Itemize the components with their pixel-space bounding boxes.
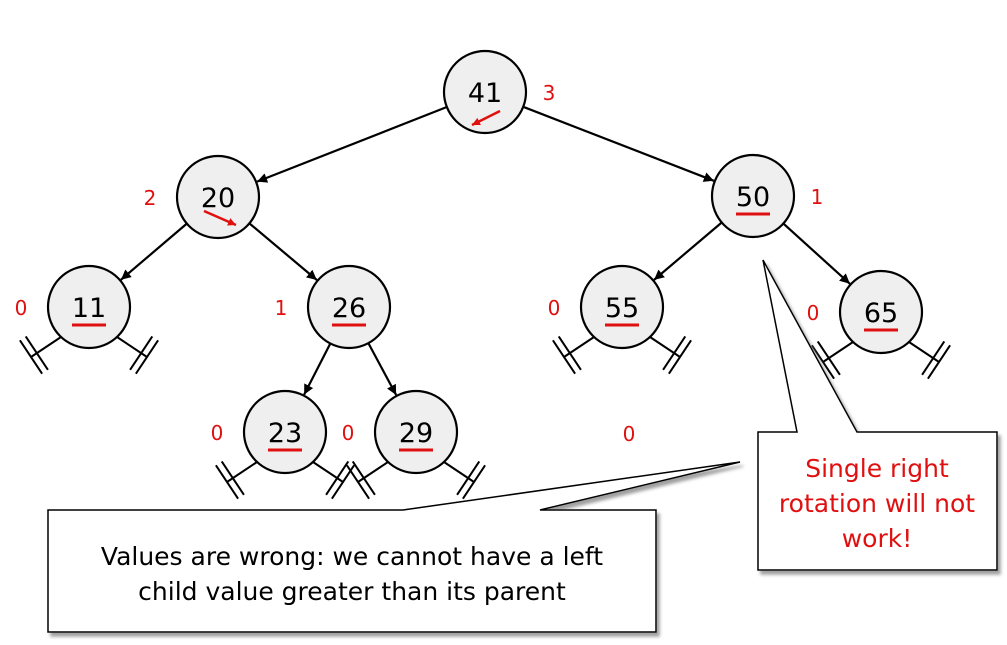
node-circle xyxy=(306,264,392,350)
node-key: 29 xyxy=(399,418,433,449)
null-child-markers xyxy=(19,335,951,500)
null-right-29 xyxy=(443,460,486,500)
callout-rotation-line3: work! xyxy=(842,524,913,553)
tree-node-65: 65 0 xyxy=(807,269,924,355)
node-circle xyxy=(242,389,328,475)
edge-26-23 xyxy=(303,342,332,396)
edge-41-20 xyxy=(256,105,448,183)
node-key: 65 xyxy=(864,298,898,329)
node-circle xyxy=(710,153,796,239)
edge-20-11 xyxy=(120,222,188,281)
tree-edges xyxy=(120,105,851,396)
callout-rotation-line1: Single right xyxy=(805,454,949,483)
node-key: 11 xyxy=(72,293,106,324)
edge-20-26 xyxy=(248,222,318,281)
node-circle xyxy=(579,264,665,350)
callout-values-box xyxy=(47,461,741,633)
edge-41-50 xyxy=(522,105,715,182)
rotation-pointer-41 xyxy=(471,109,501,127)
tree-node-11: 11 0 xyxy=(15,264,132,350)
tree-node-41: 41 3 xyxy=(442,49,556,135)
node-key: 23 xyxy=(268,418,302,449)
node-key: 50 xyxy=(736,182,770,213)
null-left-23 xyxy=(215,460,258,500)
node-key: 26 xyxy=(332,293,366,324)
balance-label: 2 xyxy=(144,186,157,210)
tree-node-20: 20 2 xyxy=(144,154,261,240)
null-right-55 xyxy=(649,335,692,375)
rotation-pointer-20 xyxy=(203,209,237,227)
callout-rotation-box xyxy=(757,259,998,571)
null-left-55 xyxy=(552,335,595,375)
edge-50-65 xyxy=(782,222,851,285)
balance-label: 1 xyxy=(811,185,824,209)
balance-label: 0 xyxy=(548,296,561,320)
node-circle xyxy=(175,154,261,240)
callout-rotation-line2: rotation will not xyxy=(779,489,975,518)
balance-label: 0 xyxy=(15,296,28,320)
callout-rotation: Single right rotation will not work! xyxy=(757,259,998,571)
node-circle xyxy=(442,49,528,135)
edge-26-29 xyxy=(367,342,398,396)
null-right-65 xyxy=(908,340,951,380)
tree-node-23: 23 0 xyxy=(211,389,328,475)
loose-balance-label: 0 xyxy=(623,422,636,446)
node-key: 41 xyxy=(468,78,502,109)
null-left-11 xyxy=(19,335,62,375)
callout-values-line2: child value greater than its parent xyxy=(138,577,566,606)
callout-values-line1: Values are wrong: we cannot have a left xyxy=(101,542,603,571)
balance-label: 0 xyxy=(342,421,355,445)
node-key: 55 xyxy=(605,293,639,324)
null-right-11 xyxy=(116,335,159,375)
tree-node-50: 50 1 xyxy=(710,153,824,239)
null-left-65 xyxy=(811,340,854,380)
edge-50-55 xyxy=(653,221,723,281)
balance-label: 0 xyxy=(807,301,820,325)
null-left-29 xyxy=(346,460,389,500)
node-key: 20 xyxy=(201,183,235,214)
balance-label: 1 xyxy=(275,296,288,320)
node-circle xyxy=(373,389,459,475)
callout-values: Values are wrong: we cannot have a left … xyxy=(47,461,741,633)
tree-node-26: 26 1 xyxy=(275,264,392,350)
tree-node-55: 55 0 xyxy=(548,264,665,350)
balance-label: 3 xyxy=(543,81,556,105)
tree-node-29: 29 0 xyxy=(342,389,459,475)
balance-label: 0 xyxy=(211,421,224,445)
node-circle xyxy=(46,264,132,350)
node-circle xyxy=(838,269,924,355)
